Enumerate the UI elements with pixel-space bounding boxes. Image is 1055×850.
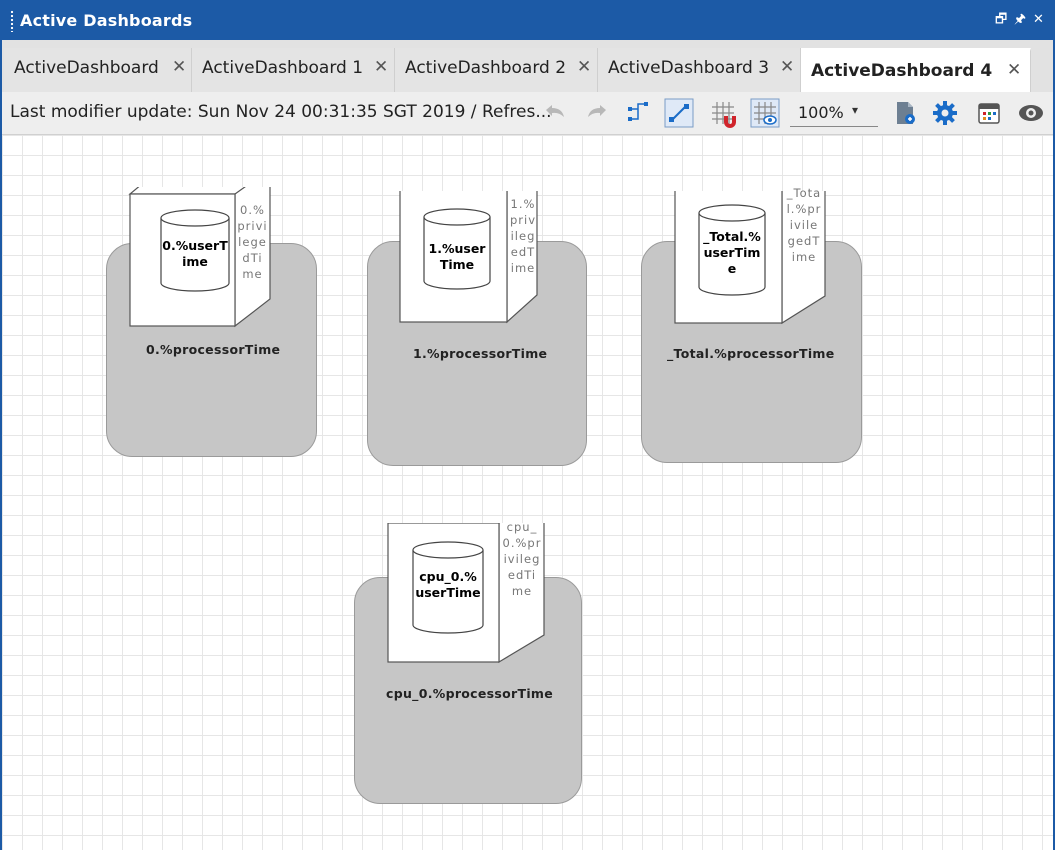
- zoom-select[interactable]: 100% ▾: [790, 100, 878, 127]
- tab-bar: ActiveDashboard ✕ ActiveDashboard 1 ✕ Ac…: [2, 40, 1053, 93]
- undo-icon[interactable]: [540, 98, 570, 128]
- node-title: 1.%processorTime: [413, 346, 548, 361]
- cube-shape: [674, 191, 826, 325]
- tab-activedashboard-1[interactable]: ActiveDashboard 1 ✕: [192, 48, 395, 92]
- close-window-icon[interactable]: ✕: [1033, 12, 1044, 27]
- side-label: 0.%privilegedTime: [237, 203, 268, 281]
- tab-close-icon[interactable]: ✕: [374, 57, 389, 77]
- tab-label: ActiveDashboard: [14, 58, 159, 78]
- drag-grip-icon[interactable]: [10, 10, 14, 32]
- side-label: 1.%privilegedTime: [509, 197, 537, 275]
- zoom-value: 100%: [798, 103, 844, 122]
- processor-node[interactable]: 1.%userTime 1.%privilegedTime 1.%process…: [367, 191, 607, 491]
- processor-node[interactable]: cpu_0.%userTime cpu_0.%privilegedTime cp…: [354, 520, 594, 823]
- cylinder-label: _Total.%userTime: [703, 229, 761, 276]
- tree-layout-icon[interactable]: [624, 98, 654, 128]
- tab-close-icon[interactable]: ✕: [1007, 60, 1022, 80]
- processor-node[interactable]: _Total.%userTime _Total.%privilegedTime …: [641, 186, 881, 491]
- cylinder-label: 1.%userTime: [428, 241, 486, 272]
- side-label: _Total.%privilegedTime: [786, 186, 822, 264]
- export-icon[interactable]: [890, 98, 920, 128]
- redo-icon[interactable]: [582, 98, 612, 128]
- tab-label: ActiveDashboard 2: [405, 58, 567, 78]
- tab-label: ActiveDashboard 4: [811, 61, 993, 81]
- tab-label: ActiveDashboard 1: [202, 58, 364, 78]
- chevron-down-icon: ▾: [852, 103, 859, 117]
- restore-window-icon[interactable]: 🗗: [995, 12, 1008, 27]
- processor-node[interactable]: 0.%userTime 0.%privilegedTime 0.%process…: [106, 187, 346, 487]
- pin-window-icon[interactable]: 🖈: [1014, 12, 1027, 27]
- dashboard-canvas[interactable]: 0.%userTime 0.%privilegedTime 0.%process…: [2, 135, 1053, 850]
- connector-icon[interactable]: [664, 98, 694, 128]
- preview-icon[interactable]: [1016, 98, 1046, 128]
- tab-close-icon[interactable]: ✕: [780, 57, 795, 77]
- cube-shape: [399, 191, 538, 324]
- tab-close-icon[interactable]: ✕: [577, 57, 592, 77]
- tab-label: ActiveDashboard 3: [608, 58, 770, 78]
- node-title: cpu_0.%processorTime: [386, 686, 554, 701]
- cube-shape: [128, 187, 271, 328]
- calendar-icon[interactable]: [974, 98, 1004, 128]
- side-label: cpu_0.%privilegedTime: [502, 520, 542, 598]
- tab-activedashboard-3[interactable]: ActiveDashboard 3 ✕: [598, 48, 801, 92]
- snap-grid-icon[interactable]: [708, 98, 738, 128]
- dashboard-toolbar: Last modifier update: Sun Nov 24 00:31:3…: [2, 92, 1053, 135]
- show-grid-icon[interactable]: [750, 98, 780, 128]
- cylinder-label: cpu_0.%userTime: [415, 569, 481, 600]
- tab-activedashboard-2[interactable]: ActiveDashboard 2 ✕: [395, 48, 598, 92]
- tab-close-icon[interactable]: ✕: [172, 57, 187, 77]
- cube-shape: [387, 523, 545, 664]
- tab-activedashboard[interactable]: ActiveDashboard ✕: [4, 48, 192, 92]
- title-bar[interactable]: Active Dashboards 🗗 🖈 ✕: [2, 2, 1053, 40]
- settings-icon[interactable]: [930, 98, 960, 128]
- tab-activedashboard-4[interactable]: ActiveDashboard 4 ✕: [801, 48, 1031, 92]
- cylinder-label: 0.%userTime: [162, 238, 228, 269]
- node-title: _Total.%processorTime: [667, 346, 835, 361]
- node-title: 0.%processorTime: [146, 342, 281, 357]
- last-update-status: Last modifier update: Sun Nov 24 00:31:3…: [10, 102, 552, 122]
- window-title: Active Dashboards: [20, 11, 193, 30]
